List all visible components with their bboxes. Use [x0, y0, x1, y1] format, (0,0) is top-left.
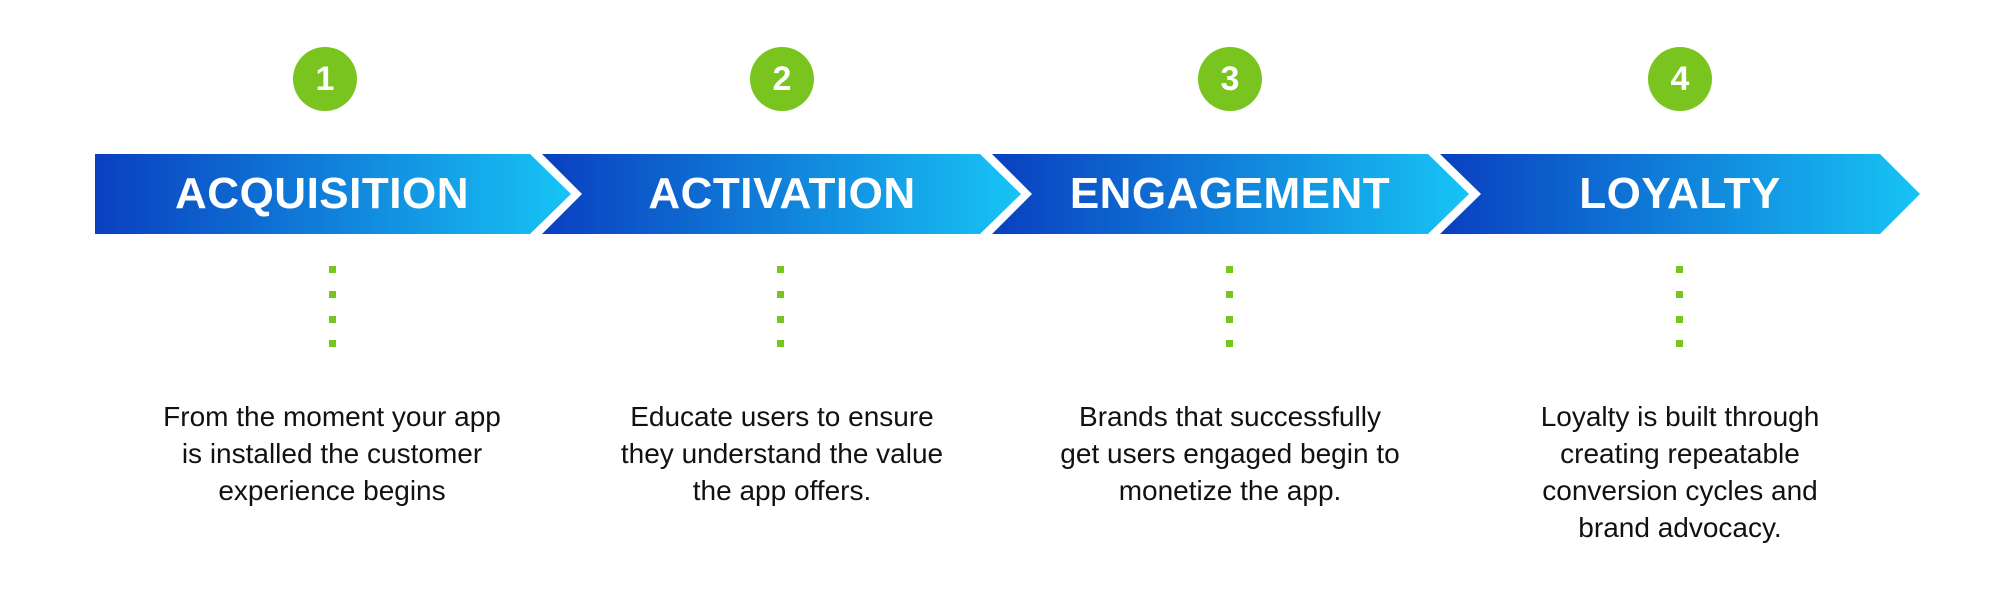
connector-dot — [777, 266, 784, 273]
chevron-activation — [542, 154, 1021, 234]
stage-label-engagement: ENGAGEMENT — [1069, 169, 1391, 218]
step-number-badge: 2 — [750, 47, 814, 111]
connector-dot — [1226, 291, 1233, 298]
dotted-connector — [1226, 266, 1234, 350]
dotted-connector — [777, 266, 785, 350]
connector-dot — [329, 291, 336, 298]
connector-dot — [1226, 340, 1233, 347]
step-number-badge: 4 — [1648, 47, 1712, 111]
connector-dot — [1676, 316, 1683, 323]
stage-description-activation: Educate users to ensure they understand … — [620, 401, 944, 506]
connector-dot — [329, 340, 336, 347]
connector-dot — [329, 266, 336, 273]
connector-dot — [1676, 340, 1683, 347]
chevron-engagement — [992, 154, 1469, 234]
connector-dot — [777, 340, 784, 347]
chevron-loyalty — [1440, 154, 1920, 234]
connector-dot — [777, 316, 784, 323]
dotted-connector — [329, 266, 337, 350]
step-number-badge: 1 — [293, 47, 357, 111]
connector-dot — [329, 316, 336, 323]
connector-dot — [1226, 266, 1233, 273]
dotted-connector — [1676, 266, 1684, 350]
connector-dot — [777, 291, 784, 298]
connector-dot — [1226, 316, 1233, 323]
stage-description-acquisition: From the moment your app is installed th… — [163, 401, 501, 506]
stage-description-engagement: Brands that successfully get users engag… — [1060, 401, 1400, 506]
connector-dot — [1676, 266, 1683, 273]
stage-label-activation: ACTIVATION — [648, 169, 916, 218]
stage-description-loyalty: Loyalty is built through creating repeat… — [1540, 401, 1820, 543]
chevron-acquisition — [95, 154, 571, 234]
stage-label-acquisition: ACQUISITION — [175, 169, 469, 218]
step-number-badge: 3 — [1198, 47, 1262, 111]
connector-dot — [1676, 291, 1683, 298]
stage-label-loyalty: LOYALTY — [1579, 169, 1781, 218]
